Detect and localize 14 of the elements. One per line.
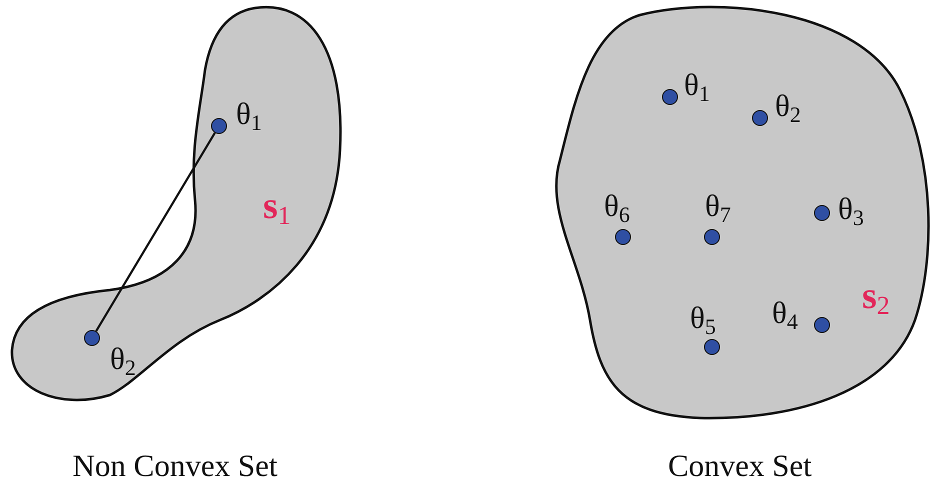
point-label: θ$_{5}$ [690, 302, 716, 338]
set-caption: Non Convex Set [72, 450, 278, 481]
point-label: θ$_{2}$ [110, 343, 136, 379]
set-label: s$_{1}$ [263, 187, 291, 229]
point-label: θ$_{4}$ [772, 297, 798, 333]
point-label: θ$_{2}$ [775, 90, 801, 126]
point-label: θ$_{1}$ [236, 98, 262, 134]
set-label: s$_{2}$ [862, 277, 890, 319]
point-label: θ$_{1}$ [684, 69, 710, 105]
point-label: θ$_{3}$ [838, 193, 864, 229]
set-caption: Convex Set [668, 450, 812, 481]
connecting-line [95, 132, 216, 332]
point-label: θ$_{6}$ [604, 190, 630, 226]
point-label: θ$_{7}$ [705, 190, 731, 226]
